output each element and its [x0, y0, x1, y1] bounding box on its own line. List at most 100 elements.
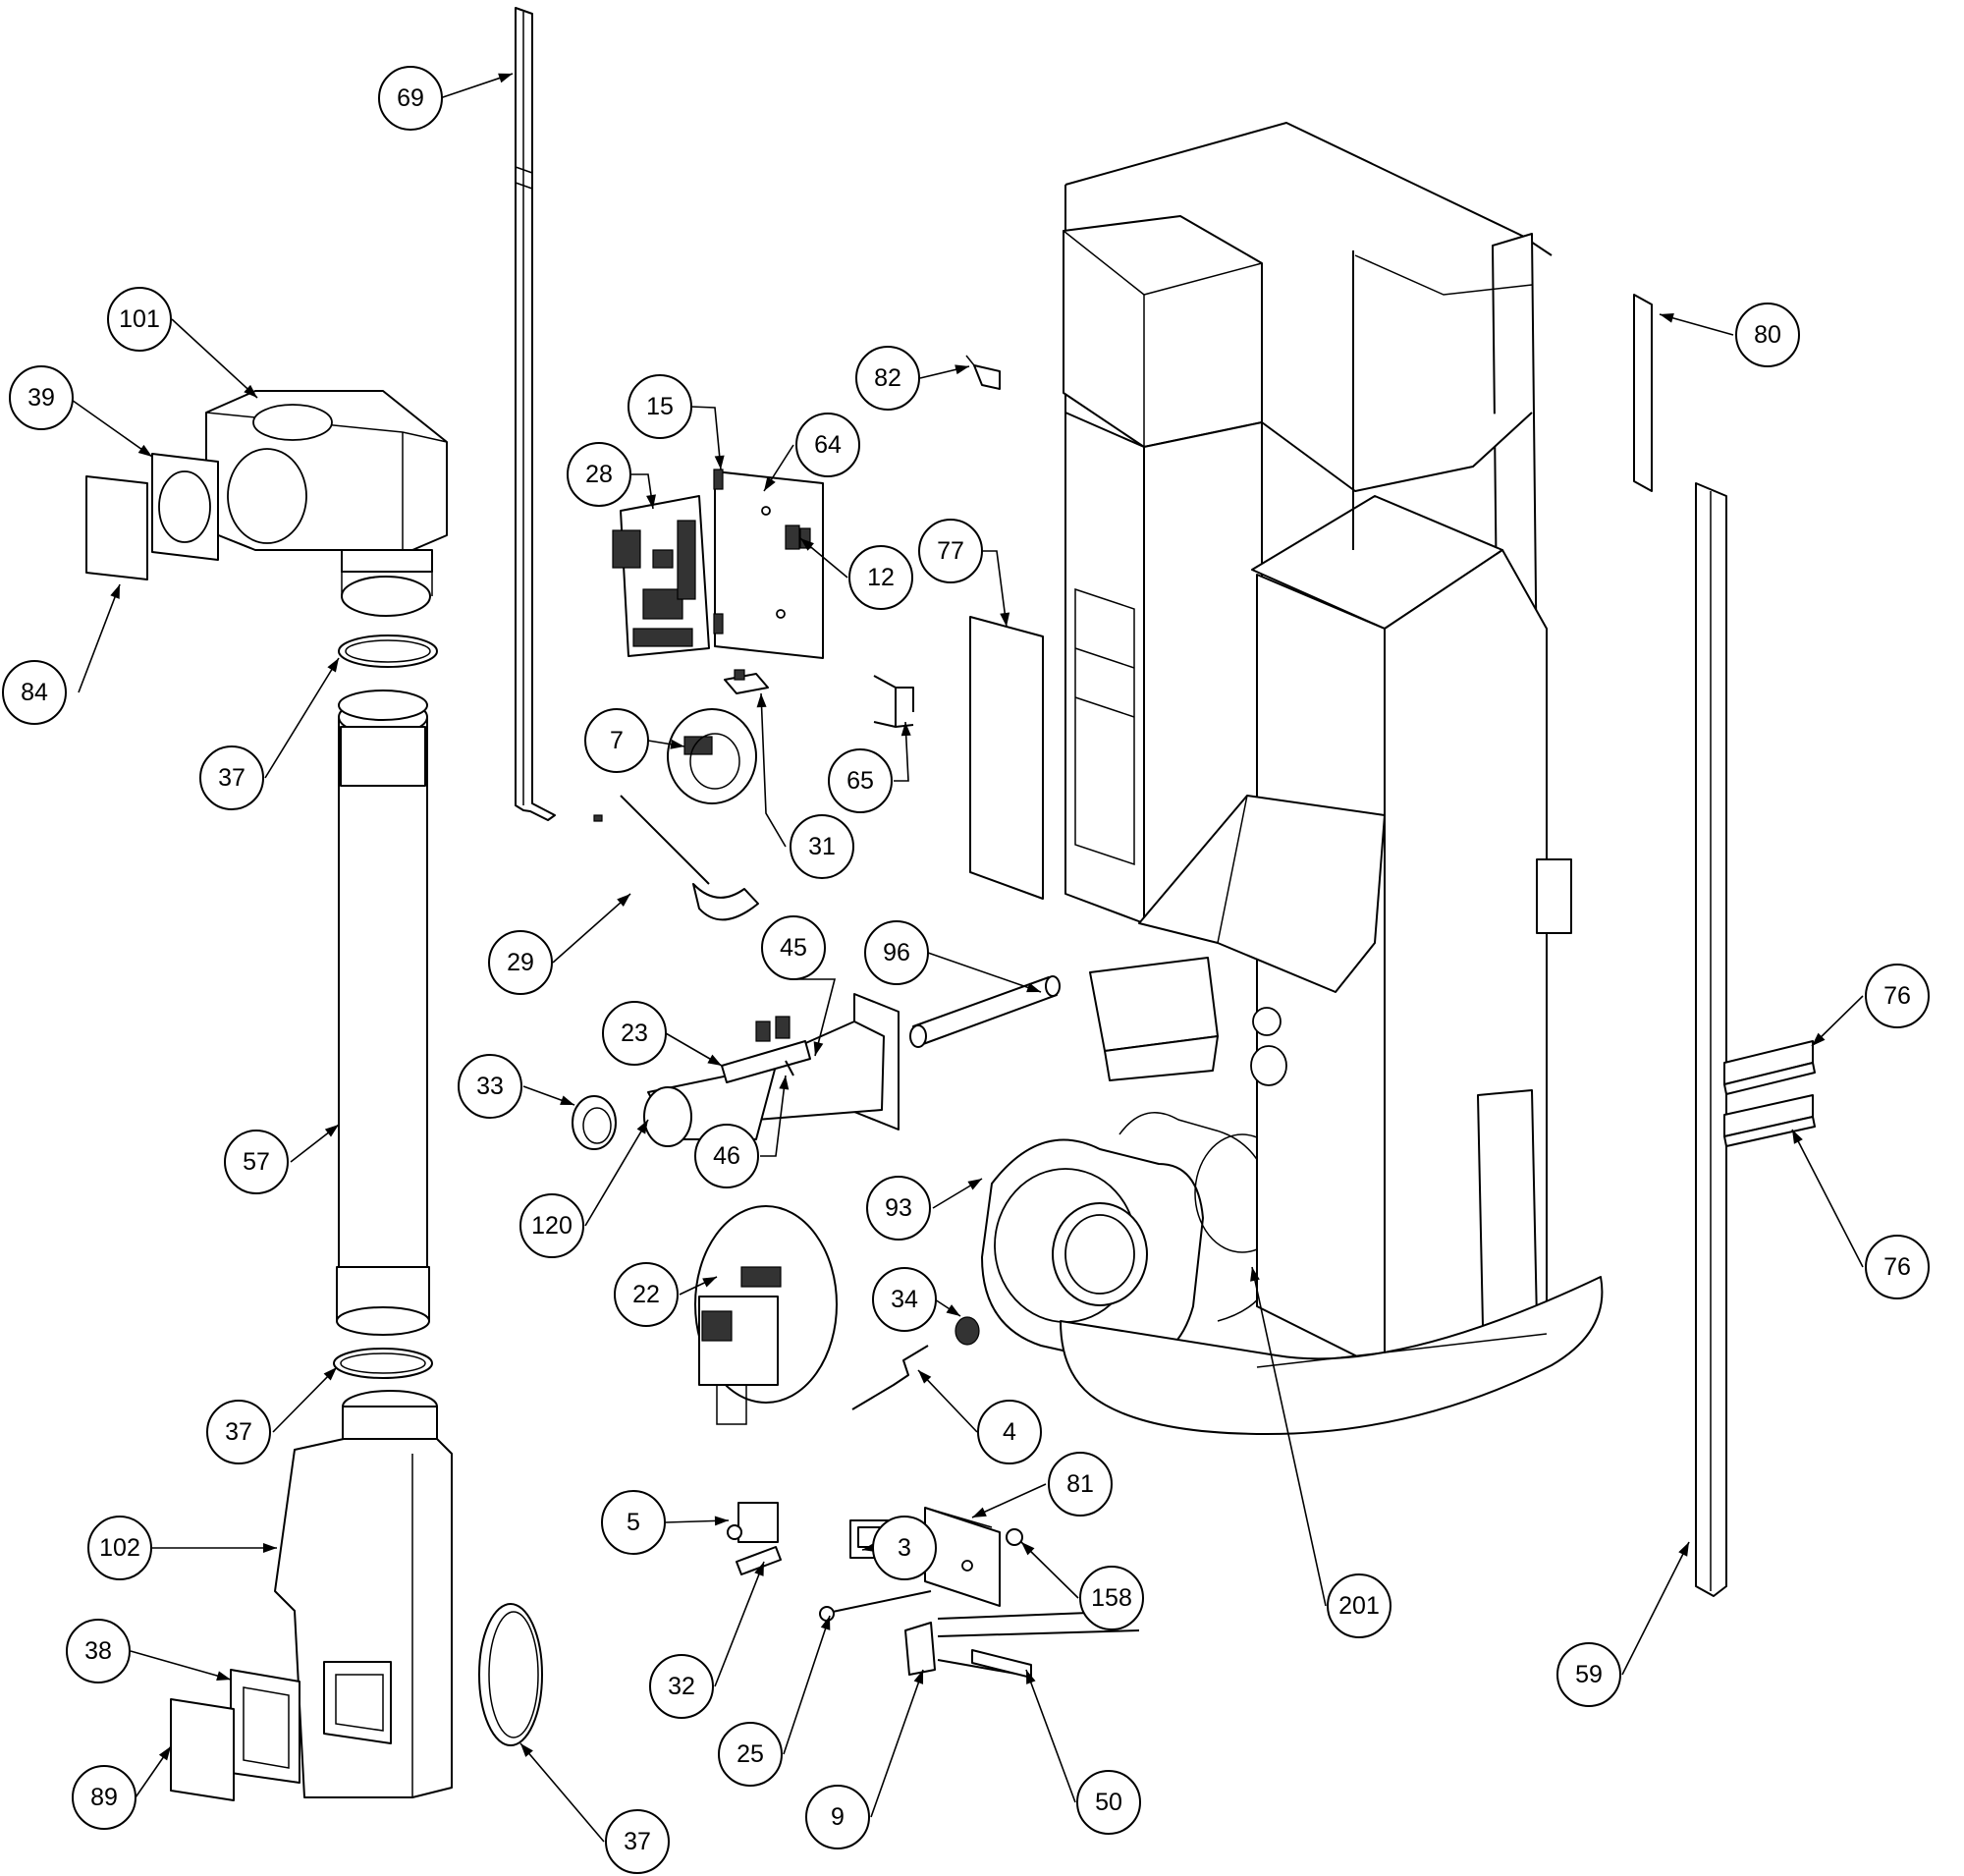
- callout-circle: [458, 1054, 522, 1119]
- leader-arrowhead: [1026, 1670, 1036, 1684]
- callout-81: 81: [971, 1452, 1113, 1518]
- callout-circle: [1076, 1770, 1141, 1835]
- callout-circle: [66, 1619, 131, 1683]
- part-64-mount-plate: [714, 470, 824, 659]
- leader-line: [264, 657, 340, 779]
- leader-arrowhead: [972, 1507, 987, 1517]
- callout-label: 84: [21, 679, 48, 706]
- callout-circle: [614, 1262, 679, 1327]
- part-4-rod: [851, 1345, 929, 1410]
- leader-arrowhead: [900, 722, 911, 737]
- leader-line: [1621, 1541, 1690, 1676]
- callout-label: 34: [891, 1286, 918, 1313]
- part-201-cabinet: [1060, 122, 1604, 1435]
- callout-59: 59: [1556, 1541, 1690, 1707]
- callout-32: 32: [649, 1561, 765, 1719]
- callout-circle: [87, 1516, 152, 1580]
- part-96-tube: [909, 975, 1061, 1048]
- callout-label: 29: [507, 949, 534, 976]
- leader-line: [1791, 1129, 1864, 1268]
- leader-arrowhead: [520, 1743, 533, 1757]
- leader-arrowhead: [1026, 982, 1041, 993]
- leader-line: [1251, 1266, 1327, 1607]
- part-158-nut: [1006, 1528, 1023, 1546]
- leader-line: [68, 397, 153, 458]
- callout-12: 12: [799, 537, 913, 610]
- callout-circle: [872, 1516, 937, 1580]
- leader-arrowhead: [967, 1179, 982, 1190]
- callout-23: 23: [602, 1001, 723, 1067]
- callout-circle: [206, 1400, 271, 1464]
- callout-circle: [718, 1722, 783, 1787]
- callout-circle: [199, 745, 264, 810]
- leader-arrowhead: [327, 658, 339, 673]
- callout-label: 81: [1066, 1470, 1094, 1498]
- callout-57: 57: [224, 1124, 340, 1194]
- part-12-connector: [785, 524, 811, 550]
- leader-arrowhead: [820, 1616, 831, 1630]
- callout-circle: [378, 66, 443, 131]
- leader-arrowhead: [754, 1562, 764, 1576]
- callout-circle: [107, 287, 172, 352]
- callout-102: 102: [87, 1516, 277, 1580]
- callout-label: 12: [867, 564, 895, 591]
- callout-39: 39: [9, 365, 153, 458]
- callout-50: 50: [1025, 1669, 1141, 1835]
- callout-label: 37: [624, 1828, 651, 1855]
- callout-64: 64: [763, 413, 860, 492]
- callout-80: 80: [1659, 303, 1800, 367]
- leader-arrowhead: [498, 73, 513, 83]
- callout-label: 50: [1095, 1789, 1122, 1816]
- part-77-access-panel: [969, 616, 1044, 900]
- callout-label: 23: [621, 1020, 648, 1047]
- callout-label: 96: [883, 939, 910, 966]
- callout-45: 45: [761, 915, 837, 1057]
- leader-arrowhead: [813, 1041, 824, 1056]
- callout-label: 45: [780, 934, 807, 962]
- callout-label: 31: [808, 833, 836, 860]
- callout-circle: [864, 920, 929, 985]
- callout-7: 7: [584, 708, 685, 773]
- leader-arrowhead: [560, 1095, 574, 1105]
- callout-label: 76: [1883, 1253, 1911, 1281]
- part-39-gasket: [151, 453, 219, 561]
- callout-label: 89: [90, 1784, 118, 1811]
- leader-arrowhead: [764, 476, 776, 491]
- part-57-vent-pipe: [336, 690, 430, 1336]
- leader-arrowhead: [1812, 1032, 1826, 1046]
- leader-arrowhead: [1678, 1542, 1689, 1557]
- leader-arrowhead: [110, 584, 120, 599]
- callout-label: 65: [846, 767, 874, 795]
- leader-arrowhead: [714, 1516, 729, 1526]
- callout-101: 101: [107, 287, 258, 399]
- leader-arrowhead: [779, 1076, 790, 1090]
- callout-label: 4: [1003, 1418, 1016, 1446]
- callout-circle: [855, 346, 920, 411]
- callout-38: 38: [66, 1619, 232, 1683]
- part-32-bolt: [736, 1546, 782, 1575]
- callout-84: 84: [2, 583, 121, 725]
- leader-arrowhead: [617, 894, 630, 908]
- leader-line: [78, 583, 121, 693]
- callout-label: 32: [668, 1673, 695, 1700]
- leader-line: [171, 318, 258, 399]
- callout-circle: [828, 748, 893, 813]
- leader-arrowhead: [670, 739, 684, 749]
- callout-circle: [848, 545, 913, 610]
- part-76-bracket-upper: [1723, 1040, 1816, 1095]
- callout-circle: [9, 365, 74, 430]
- part-101-vent-elbow: [205, 390, 448, 617]
- part-76-bracket-lower: [1723, 1094, 1816, 1147]
- callout-circle: [584, 708, 649, 773]
- callout-label: 5: [627, 1509, 640, 1536]
- leader-arrowhead: [216, 1671, 231, 1681]
- callout-layer: 6910139843757371023889371564281273165827…: [2, 66, 1930, 1874]
- callout-82: 82: [855, 346, 970, 411]
- callout-label: 120: [531, 1212, 573, 1240]
- leader-line: [760, 692, 787, 848]
- leader-arrowhead: [756, 693, 767, 708]
- part-9-block: [904, 1622, 936, 1676]
- callout-circle: [1079, 1566, 1144, 1630]
- leader-line: [1025, 1669, 1076, 1803]
- leader-arrowhead: [1660, 312, 1674, 323]
